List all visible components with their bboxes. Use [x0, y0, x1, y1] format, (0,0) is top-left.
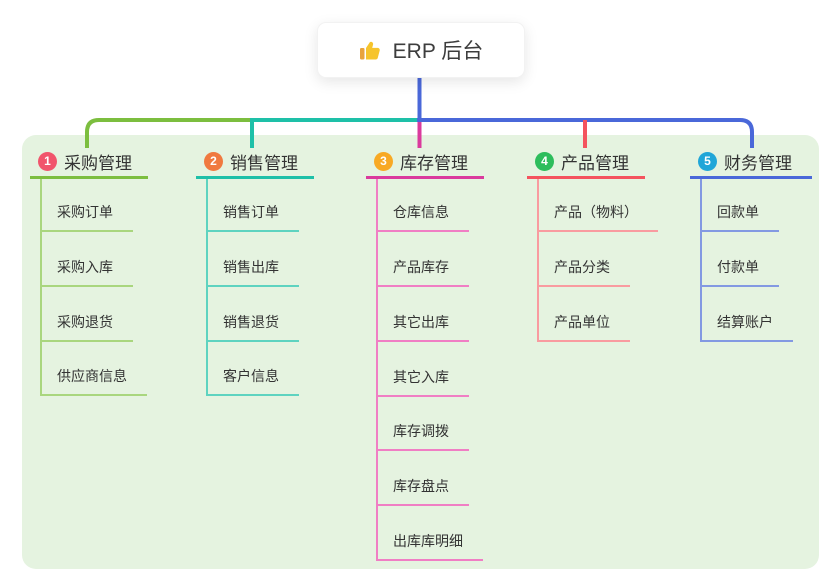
subtopic-node[interactable]: 其它出库 [376, 313, 469, 342]
branch-underline [30, 176, 148, 179]
subtopic-node[interactable]: 产品单位 [537, 313, 630, 342]
branch-purchase-header[interactable]: 1 采购管理 [38, 150, 132, 173]
subtopic-node[interactable]: 供应商信息 [40, 367, 147, 396]
branch-underline [196, 176, 314, 179]
subtopic-node[interactable]: 产品分类 [537, 258, 630, 287]
branch-spine [40, 179, 42, 396]
branch-label: 采购管理 [64, 153, 132, 173]
subtopic-node[interactable]: 产品（物料） [537, 203, 658, 232]
branch-number-badge: 1 [38, 151, 57, 171]
branch-label: 销售管理 [230, 153, 298, 173]
branch-number-badge: 2 [204, 151, 223, 171]
branch-spine [537, 179, 539, 342]
subtopic-node[interactable]: 仓库信息 [376, 203, 469, 232]
branch-spine [376, 179, 378, 561]
subtopic-node[interactable]: 结算账户 [700, 313, 793, 342]
branch-number-badge: 4 [535, 151, 554, 171]
subtopic-node[interactable]: 采购退货 [40, 313, 133, 342]
branch-label: 库存管理 [400, 153, 468, 173]
branch-inventory-header[interactable]: 3 库存管理 [374, 150, 468, 173]
subtopic-node[interactable]: 销售退货 [206, 313, 299, 342]
branch-underline [366, 176, 484, 179]
branch-spine [700, 179, 702, 342]
subtopic-node[interactable]: 付款单 [700, 258, 779, 287]
branch-label: 产品管理 [561, 153, 629, 173]
subtopic-node[interactable]: 出库库明细 [376, 532, 483, 561]
subtopic-node[interactable]: 销售出库 [206, 258, 299, 287]
subtopic-node[interactable]: 库存盘点 [376, 477, 469, 506]
mindmap-panel [22, 135, 819, 569]
root-label: ERP 后台 [392, 40, 484, 63]
subtopic-node[interactable]: 销售订单 [206, 203, 299, 232]
branch-product-header[interactable]: 4 产品管理 [535, 150, 629, 173]
branch-underline [690, 176, 812, 179]
thumbs-up-icon [359, 41, 380, 60]
branch-underline [527, 176, 645, 179]
branch-finance-header[interactable]: 5 财务管理 [698, 150, 792, 173]
subtopic-node[interactable]: 其它入库 [376, 368, 469, 397]
branch-spine [206, 179, 208, 396]
subtopic-node[interactable]: 库存调拨 [376, 422, 469, 451]
branch-number-badge: 5 [698, 151, 717, 171]
subtopic-node[interactable]: 产品库存 [376, 258, 469, 287]
subtopic-node[interactable]: 回款单 [700, 203, 779, 232]
subtopic-node[interactable]: 客户信息 [206, 367, 299, 396]
branch-sales-header[interactable]: 2 销售管理 [204, 150, 298, 173]
branch-number-badge: 3 [374, 151, 393, 171]
subtopic-node[interactable]: 采购入库 [40, 258, 133, 287]
subtopic-node[interactable]: 采购订单 [40, 203, 133, 232]
branch-label: 财务管理 [724, 153, 792, 173]
root-node[interactable]: ERP 后台 [317, 22, 525, 78]
